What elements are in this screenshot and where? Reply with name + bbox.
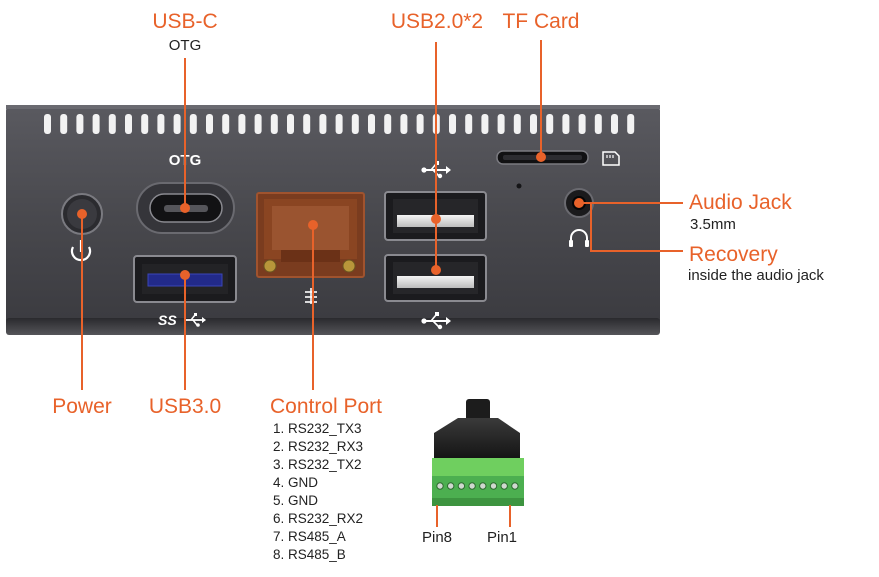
terminal-hole — [500, 482, 508, 490]
usb2-port-bottom[interactable] — [384, 254, 487, 302]
label-recovery: Recovery — [689, 243, 778, 266]
vent-slot — [400, 114, 408, 134]
label-audio-jack: Audio Jack — [689, 191, 792, 214]
vent-slot — [189, 114, 197, 134]
label-control-port: Control Port — [270, 395, 382, 418]
label-tf-card: TF Card — [502, 10, 579, 33]
vent-slot — [206, 114, 213, 134]
vent-slot — [384, 114, 392, 134]
label-usb2: USB2.0*2 — [391, 10, 483, 33]
pin-item: 6. RS232_RX2 — [273, 511, 363, 526]
vent-slot — [449, 114, 456, 134]
terminal-connector — [432, 399, 524, 506]
control-pin-list: 1. RS232_TX3 2. RS232_RX3 3. RS232_TX2 4… — [273, 421, 363, 562]
vent-slot — [44, 114, 51, 134]
pin-item: 1. RS232_TX3 — [273, 421, 362, 436]
vent-slot — [627, 114, 635, 134]
vent-slot — [513, 114, 521, 134]
terminal-hole — [479, 482, 487, 490]
vent-slot — [222, 114, 230, 134]
control-port[interactable] — [256, 192, 365, 278]
vent-slot — [60, 114, 68, 134]
leader-lines — [77, 40, 683, 390]
headphone-icon — [569, 229, 589, 247]
label-pin8: Pin8 — [422, 529, 452, 546]
pin-item: 2. RS232_RX3 — [273, 439, 363, 454]
vent-slot — [465, 114, 473, 134]
vent-slot — [546, 114, 554, 134]
vent-slot — [530, 114, 537, 134]
terminal-hole — [489, 482, 498, 490]
usb-trident-icon — [186, 313, 206, 327]
vent-slot — [351, 114, 359, 134]
vent-slot — [335, 114, 343, 134]
tf-card-icon — [602, 151, 620, 166]
vent-slot — [270, 114, 278, 134]
control-port-icon — [305, 288, 317, 304]
vent-slot — [611, 114, 618, 134]
pin-item: 4. GND — [273, 475, 318, 490]
vent-slot — [368, 114, 375, 134]
vent-slot — [92, 114, 100, 134]
pin-item: 5. GND — [273, 493, 318, 508]
vent-slot — [481, 114, 489, 134]
vent-slot — [578, 114, 586, 134]
label-pin1: Pin1 — [487, 529, 517, 546]
status-led — [516, 183, 522, 189]
vent-slot — [141, 114, 149, 134]
usb-icon-bottom — [421, 312, 451, 330]
label-power: Power — [52, 395, 112, 418]
pin-item: 3. RS232_TX2 — [273, 457, 362, 472]
ss-marking: SS — [158, 312, 177, 328]
label-recovery-sub: inside the audio jack — [688, 267, 824, 284]
vent-slot — [497, 114, 505, 134]
vent-slot — [594, 114, 602, 134]
vent-slot — [303, 114, 311, 134]
terminal-hole — [457, 482, 466, 490]
terminal-hole — [447, 482, 455, 490]
vent-slot — [254, 114, 262, 134]
terminal-hole — [436, 482, 444, 490]
vent-slot — [287, 114, 294, 134]
vent-slots — [44, 114, 635, 134]
vent-slot — [76, 114, 84, 134]
usb3-ss-logo: SS — [158, 312, 206, 328]
vent-slot — [416, 114, 424, 134]
label-audio-jack-sub: 3.5mm — [690, 216, 736, 233]
terminal-hole — [511, 482, 519, 490]
vent-slot — [319, 114, 327, 134]
vent-slot — [125, 114, 132, 134]
label-usb3: USB3.0 — [149, 395, 221, 418]
vent-slot — [173, 114, 181, 134]
vent-slot — [157, 114, 165, 134]
pin-item: 8. RS485_B — [273, 547, 346, 562]
terminal-hole — [468, 482, 476, 490]
vent-slot — [562, 114, 570, 134]
pin-item: 7. RS485_A — [273, 529, 346, 544]
vent-slot — [108, 114, 116, 134]
label-usb-c: USB-C — [152, 10, 217, 33]
label-usb-c-sub: OTG — [169, 37, 202, 54]
terminal-holes — [436, 482, 519, 490]
vent-slot — [238, 114, 246, 134]
